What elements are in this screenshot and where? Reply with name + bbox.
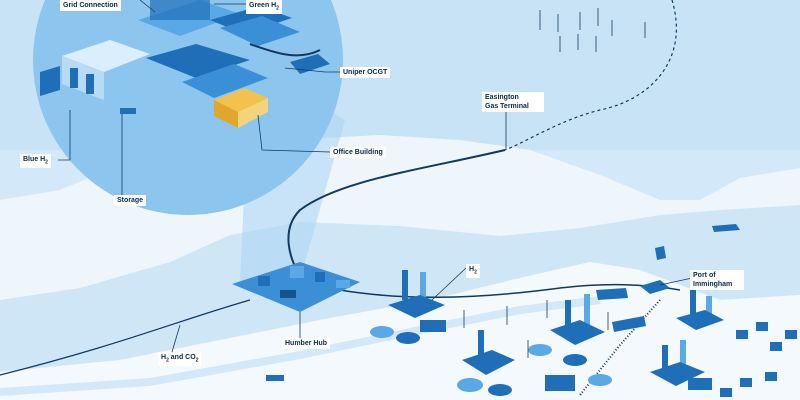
- industrial-plant: [457, 330, 612, 396]
- onshore-turbines: [463, 300, 609, 358]
- label-text: Green H: [249, 2, 277, 9]
- label-subscript: 2: [45, 159, 48, 166]
- label-text: Uniper OCGT: [343, 69, 388, 76]
- label-uniper-ocgt: Uniper OCGT: [340, 67, 391, 78]
- h2-co2-pipeline: [0, 299, 251, 376]
- label-text: Port of: [693, 272, 716, 279]
- label-subscript: 2: [195, 357, 199, 364]
- label-office-building: Office Building: [330, 147, 386, 158]
- industrial-plant: [370, 270, 446, 344]
- label-text: Immingham: [693, 281, 733, 288]
- label-blue-h2: Blue H2: [20, 154, 51, 169]
- offshore-gas-pipeline: [504, 0, 677, 151]
- industrial-plant: [528, 294, 605, 366]
- label-storage: Storage: [114, 195, 147, 206]
- label-text: Easington: [485, 94, 519, 101]
- label-h2-and-co2: H2 and CO2: [158, 352, 202, 367]
- label-subscript: 2: [166, 357, 169, 364]
- ship: [655, 246, 666, 260]
- wind-farm: [539, 8, 646, 52]
- label-green-h2: Green H2: [246, 0, 283, 15]
- label-text: Grid Connection: [63, 2, 118, 9]
- label-text: H: [161, 354, 167, 361]
- label-text: Humber Hub: [285, 340, 327, 347]
- label-h2: H2: [466, 264, 480, 279]
- bus: [266, 375, 284, 381]
- river-channel: [0, 296, 601, 396]
- humber-hub-site: [232, 262, 360, 312]
- housing: [720, 322, 797, 397]
- label-text: Blue H: [23, 156, 46, 163]
- label-port-of-immingham: Port of Immingham: [690, 270, 744, 290]
- label-text: Gas Terminal: [485, 103, 529, 110]
- label-subscript: 2: [276, 5, 280, 12]
- port-facility: [596, 280, 724, 332]
- label-subscript: 2: [474, 269, 477, 276]
- industrial-plant: [650, 340, 712, 390]
- label-text: Office Building: [333, 149, 383, 156]
- callout-site-detail: [40, 0, 330, 128]
- label-text: Storage: [117, 197, 144, 204]
- ship: [712, 224, 740, 232]
- label-text: and CO: [168, 354, 196, 361]
- main-pipeline: [287, 149, 506, 276]
- label-grid-connection: Grid Connection: [60, 0, 121, 11]
- leader-lines: [58, 0, 693, 353]
- label-humber-hub: Humber Hub: [282, 338, 330, 349]
- humber-estuary: [0, 205, 800, 372]
- label-text: H: [469, 266, 475, 273]
